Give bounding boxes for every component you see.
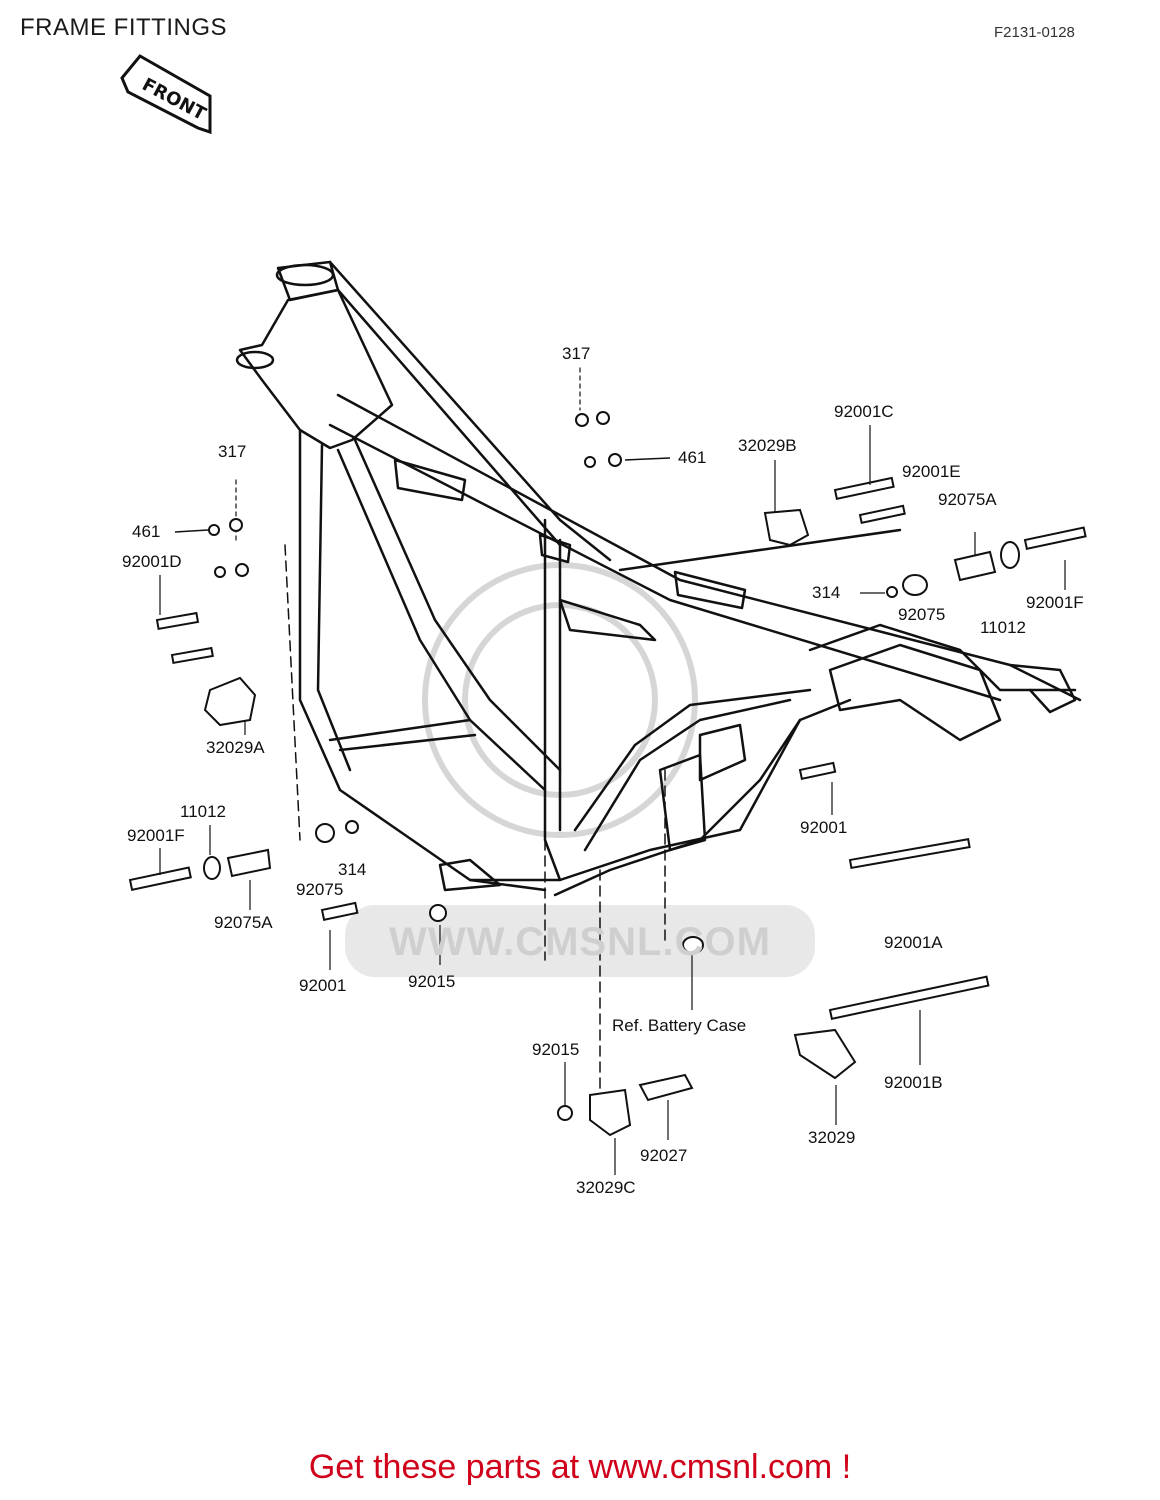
part-label-92001b: 92001B	[884, 1073, 943, 1092]
part-label-92027: 92027	[640, 1146, 688, 1165]
part-label-32029a: 32029A	[206, 738, 265, 757]
part-label-92001d: 92001D	[122, 552, 182, 571]
part-label-314-right: 314	[812, 583, 841, 602]
front-arrow-icon: FRONT	[120, 54, 212, 135]
part-label-92001f-left: 92001F	[127, 826, 185, 845]
part-label-92001-left: 92001	[299, 976, 347, 995]
part-label-317-top: 317	[562, 344, 591, 363]
part-label-92001f-right: 92001F	[1026, 593, 1084, 612]
part-label-92015-low: 92015	[532, 1040, 580, 1059]
diagram-code: F2131-0128	[994, 24, 1075, 41]
page-title: FRAME FITTINGS	[20, 14, 227, 41]
part-label-461-left: 461	[132, 522, 161, 541]
part-label-92001e: 92001E	[902, 462, 961, 481]
part-label-92001-right: 92001	[800, 818, 848, 837]
part-label-92075-right: 92075	[898, 605, 946, 624]
part-label-92001a: 92001A	[884, 933, 943, 952]
fasteners	[128, 411, 1087, 1137]
part-label-32029: 32029	[808, 1128, 856, 1147]
part-label-461-top: 461	[678, 448, 707, 467]
watermark-text: WWW.CMSNL.COM	[389, 920, 771, 964]
part-label-92075a-left: 92075A	[214, 913, 273, 932]
cta-link[interactable]: Get these parts at www.cmsnl.com !	[308, 1448, 852, 1486]
part-label-92075a-right: 92075A	[938, 490, 997, 509]
battery-case-reference: Ref. Battery Case	[612, 1016, 747, 1035]
part-label-92015-mid: 92015	[408, 972, 456, 991]
part-label-11012-right: 11012	[980, 618, 1027, 637]
part-label-314-left: 314	[338, 860, 367, 879]
part-label-92001c: 92001C	[834, 402, 894, 421]
part-label-32029c: 32029C	[576, 1178, 636, 1197]
motorcycle-frame	[235, 260, 1082, 1091]
part-label-32029b: 32029B	[738, 436, 797, 455]
part-label-11012-left: 11012	[180, 802, 227, 821]
part-label-317-left: 317	[218, 442, 247, 461]
part-label-92075-left: 92075	[296, 880, 344, 899]
leader-lines	[159, 425, 1066, 1175]
